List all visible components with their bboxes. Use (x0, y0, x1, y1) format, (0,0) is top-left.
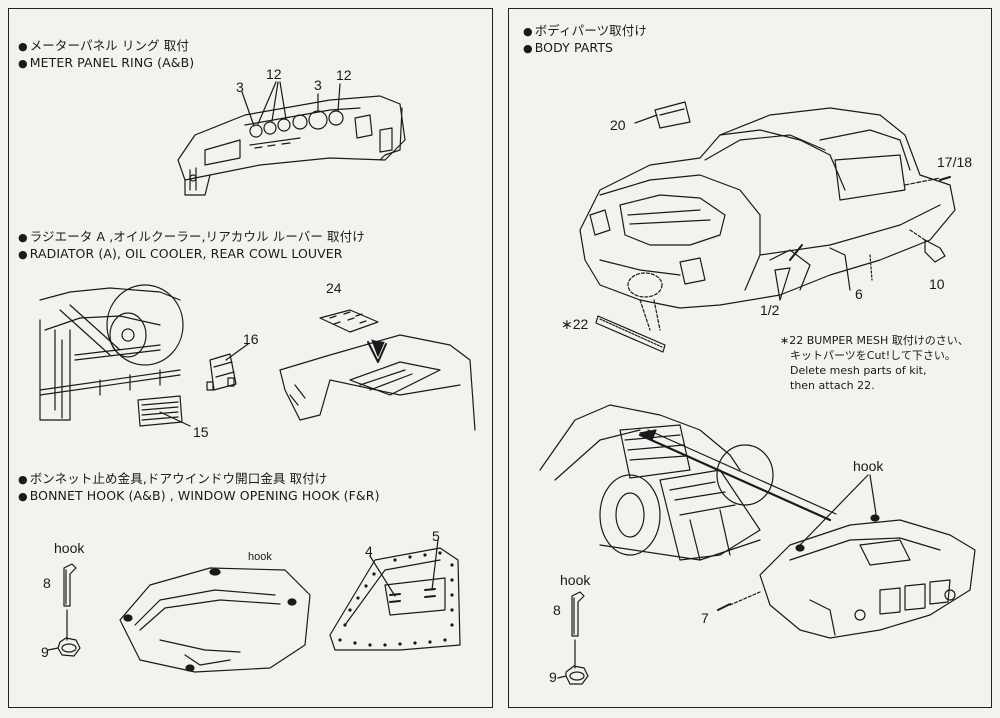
label-part-8-left: 8 (43, 575, 51, 591)
meter-panel-drawing (178, 82, 405, 195)
label-hook-right: hook (560, 572, 591, 588)
label-part-3-left: 3 (236, 79, 244, 95)
bumper-mesh-note-line4: then attach 22. (790, 379, 875, 392)
left-instruction-panel (8, 8, 493, 708)
body-parts-header-en: ●BODY PARTS (523, 40, 614, 55)
body-shell-drawing (580, 102, 955, 330)
label-part-12-right: 12 (336, 67, 352, 83)
bonnet-drawing (120, 568, 310, 672)
label-part-3-right: 3 (314, 77, 322, 93)
bumper-mesh-note-line3: Delete mesh parts of kit, (790, 364, 927, 377)
label-part-9-right: 9 (549, 669, 557, 685)
label-hook-bonnet: hook (248, 551, 272, 563)
label-part-5: 5 (432, 528, 440, 544)
chassis-drawing (540, 405, 836, 560)
bonnet-hook-part-8-9-right (558, 592, 588, 684)
label-part-7: 7 (701, 610, 709, 626)
radiator-header-jp: ●ラジエータ A ,オイルクーラー,リアカウル ルーバー 取付け (18, 229, 365, 244)
radiator-header-en: ●RADIATOR (A), OIL COOLER, REAR COWL LOU… (18, 246, 343, 261)
rear-cowl-louver-drawing (280, 310, 475, 430)
label-part-4: 4 (365, 543, 373, 559)
rear-cowl-drawing (718, 475, 975, 638)
label-part-17-18: 17/18 (937, 154, 973, 170)
meter-panel-header-en: ●METER PANEL RING (A&B) (18, 55, 195, 70)
window-panel-drawing (330, 540, 460, 650)
label-part-1-2: 1/2 (760, 302, 780, 318)
body-parts-header-jp: ●ボディパーツ取付け (523, 23, 647, 38)
label-part-8-right: 8 (553, 602, 561, 618)
meter-panel-header-jp: ●メーターパネル リング 取付 (18, 38, 189, 53)
bumper-mesh-note-line2: キットパーツをCut!して下さい。 (790, 349, 956, 362)
label-part-10: 10 (929, 276, 945, 292)
label-part-12-left: 12 (266, 66, 282, 82)
label-part-16: 16 (243, 331, 259, 347)
bonnet-hook-header-en: ●BONNET HOOK (A&B) , WINDOW OPENING HOOK… (18, 488, 380, 503)
label-hook-left: hook (54, 540, 85, 556)
label-part-24: 24 (326, 280, 342, 296)
right-instruction-panel (508, 8, 992, 708)
bumper-mesh-note-line1: ∗22 BUMPER MESH 取付けのさい、 (780, 334, 969, 347)
label-part-15: 15 (193, 424, 209, 440)
bonnet-hook-part-8-9-left (48, 564, 80, 656)
label-part-9-left: 9 (41, 644, 49, 660)
label-hook-rear-cowl: hook (853, 458, 884, 474)
label-part-20: 20 (610, 117, 626, 133)
bonnet-hook-header-jp: ●ボンネット止め金具,ドアウインドウ開口金具 取付け (18, 471, 328, 486)
label-part-22: ∗22 (561, 316, 589, 332)
radiator-chassis-drawing (40, 285, 248, 426)
label-part-6: 6 (855, 286, 863, 302)
bumper-mesh-part-22 (596, 316, 665, 352)
